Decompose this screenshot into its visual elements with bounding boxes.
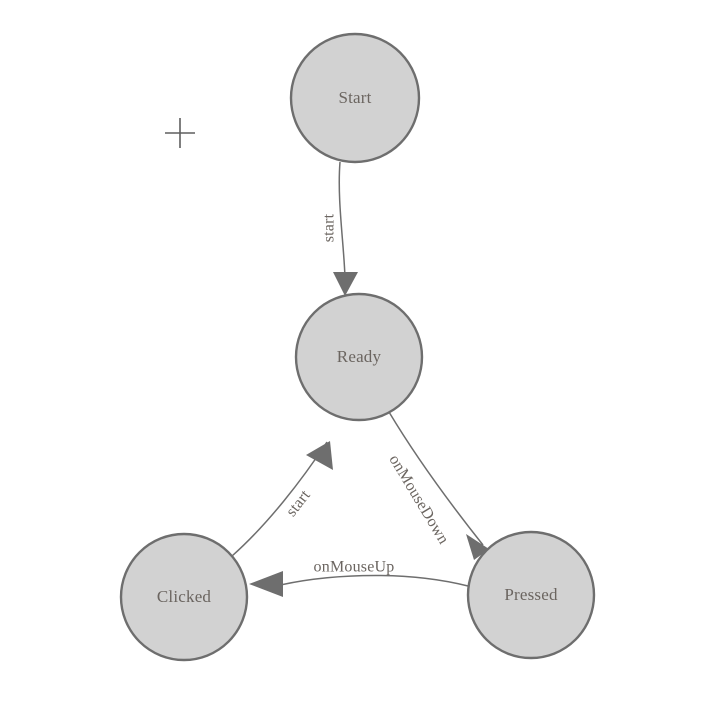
edge-label-clicked-to-ready: start	[283, 487, 314, 520]
edge-pressed-to-clicked[interactable]: onMouseUp	[249, 559, 469, 597]
edge-label-pressed-to-clicked: onMouseUp	[314, 559, 395, 576]
edge-pressed-to-clicked-path[interactable]	[271, 574, 469, 588]
edge-clicked-to-ready-path[interactable]	[231, 441, 328, 557]
edge-ready-to-pressed[interactable]: onMouseDown	[385, 411, 489, 560]
node-start[interactable]: Start	[289, 32, 421, 164]
edge-ready-to-pressed-arrowhead	[466, 534, 489, 560]
edge-label-start-to-ready: start	[321, 213, 338, 242]
node-ready[interactable]: Ready	[294, 292, 424, 422]
edge-start-to-ready-arrowhead	[333, 272, 358, 296]
node-start-label: Start	[338, 88, 371, 107]
node-clicked[interactable]: Clicked	[119, 532, 249, 662]
node-start-circle[interactable]	[289, 32, 421, 164]
edge-ready-to-pressed-path[interactable]	[388, 411, 484, 546]
node-pressed-label: Pressed	[504, 585, 558, 604]
edge-label-ready-to-pressed: onMouseDown	[385, 452, 452, 547]
node-ready-label: Ready	[337, 347, 382, 366]
edge-clicked-to-ready[interactable]: start	[231, 441, 333, 557]
edge-start-to-ready[interactable]: start	[321, 161, 358, 296]
plus-crosshair-icon[interactable]	[165, 118, 195, 148]
edge-start-to-ready-path[interactable]	[338, 161, 346, 279]
node-pressed-circle[interactable]	[466, 530, 596, 660]
edge-clicked-to-ready-arrowhead	[306, 441, 333, 470]
edge-pressed-to-clicked-arrowhead	[249, 571, 283, 597]
node-pressed[interactable]: Pressed	[466, 530, 596, 660]
node-clicked-circle[interactable]	[119, 532, 249, 662]
node-clicked-label: Clicked	[157, 587, 212, 606]
node-ready-circle[interactable]	[294, 292, 424, 422]
